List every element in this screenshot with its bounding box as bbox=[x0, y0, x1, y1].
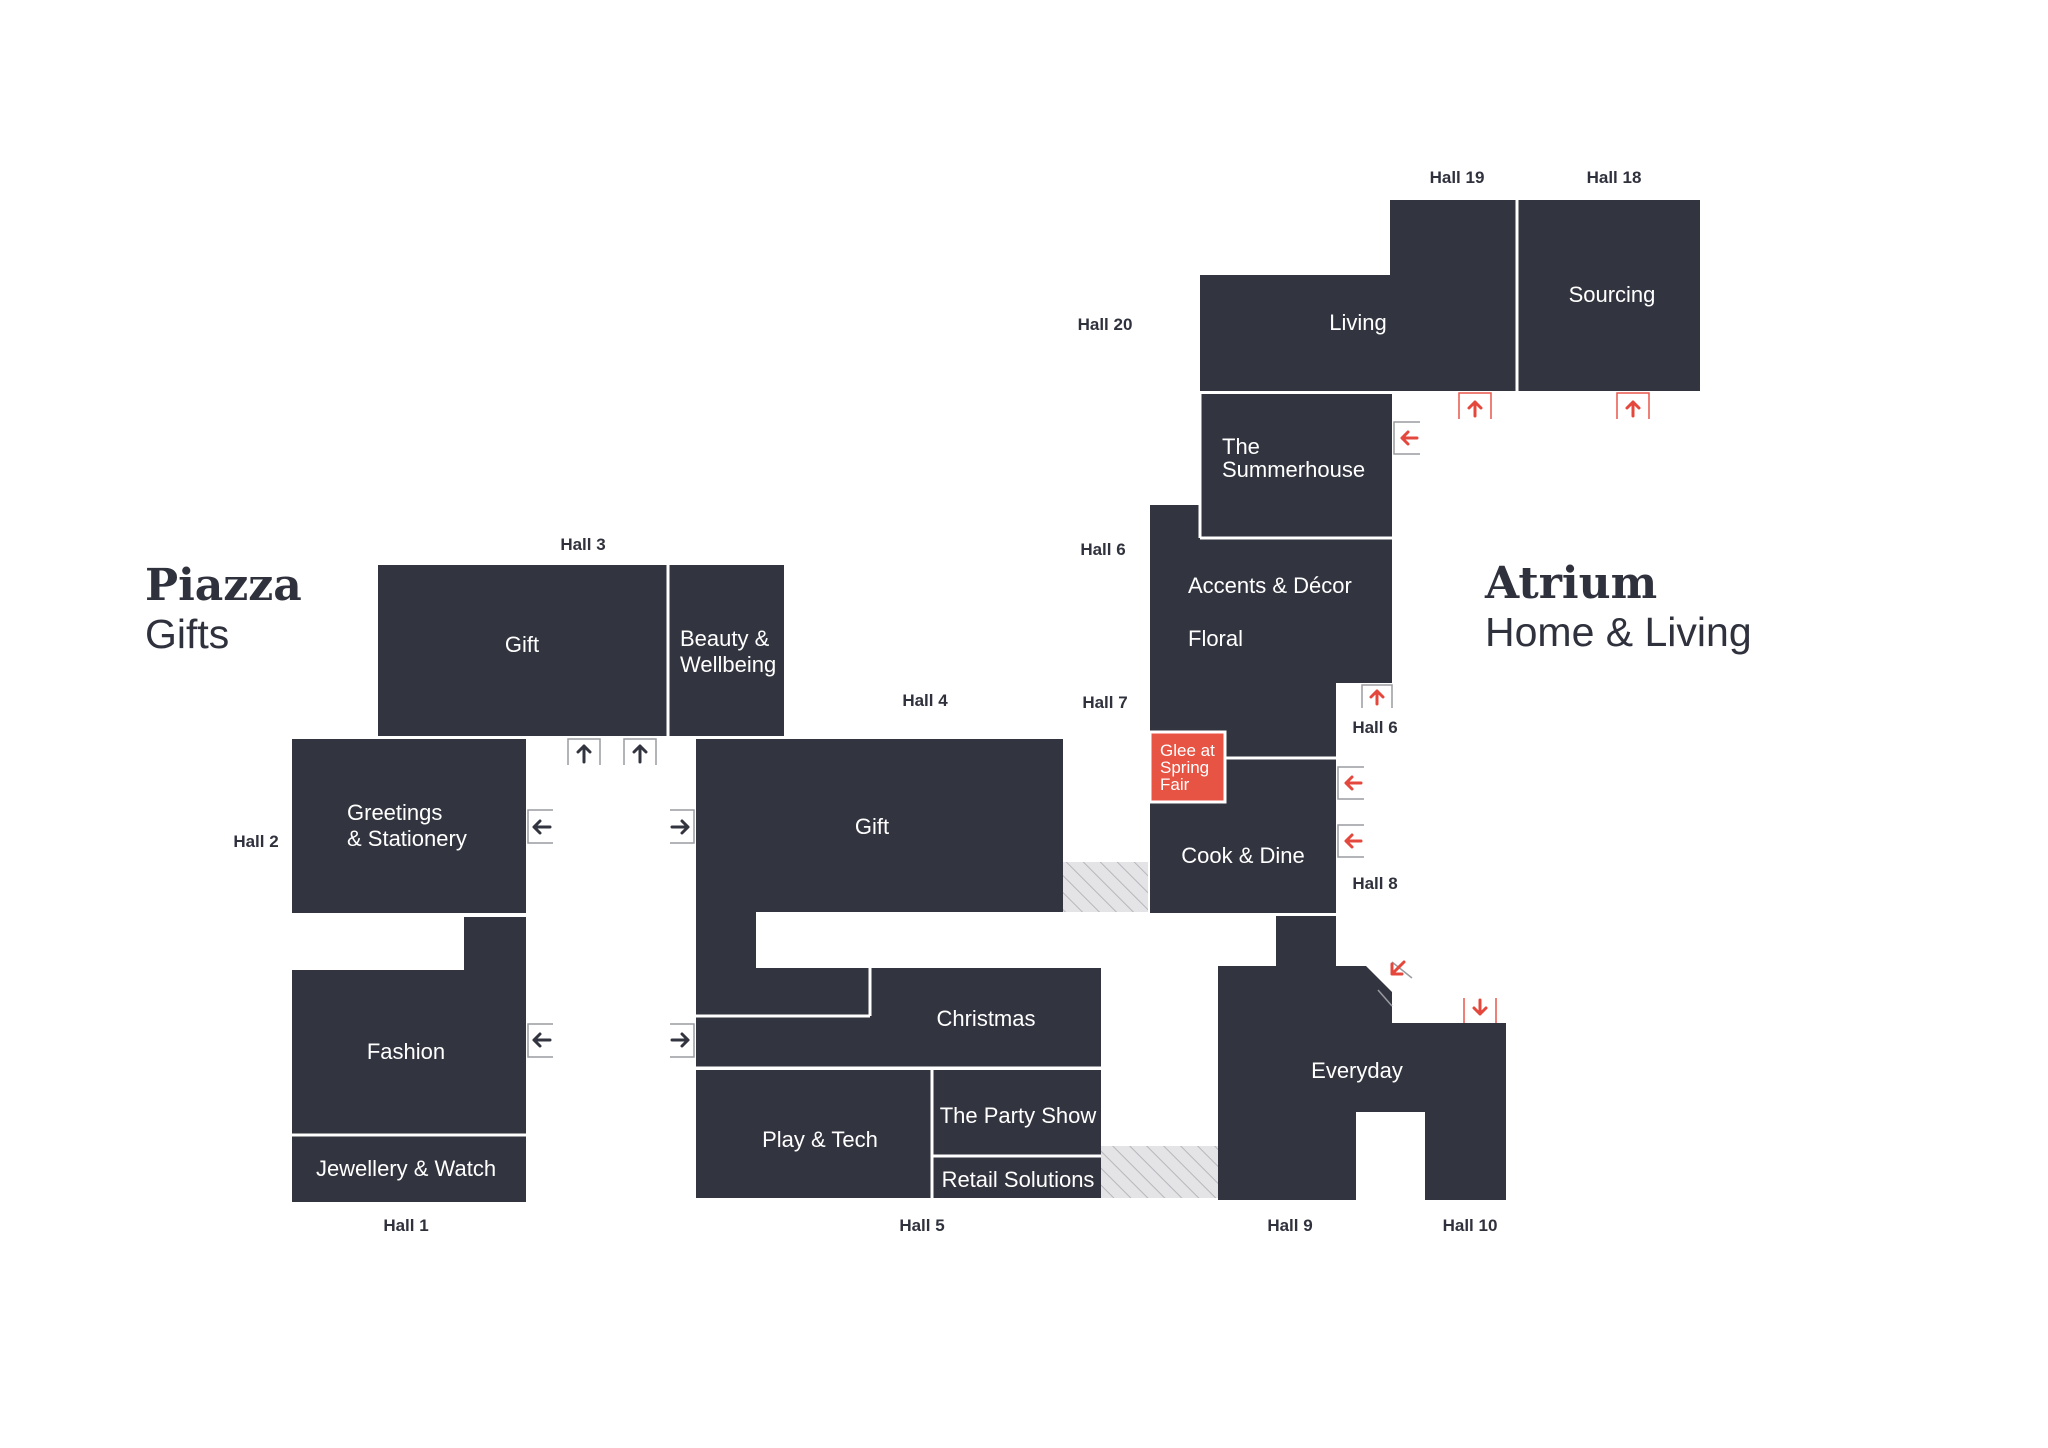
hall5-block[interactable] bbox=[696, 1068, 1101, 1198]
zone-fashion: Fashion bbox=[367, 1039, 445, 1064]
arrow-left-icon bbox=[532, 819, 552, 835]
hall-label-3: Hall 3 bbox=[560, 535, 605, 554]
zone-living: Living bbox=[1329, 310, 1386, 335]
zone-glee-line2: Spring bbox=[1160, 758, 1209, 777]
corridor-hatched-upper bbox=[1063, 862, 1148, 912]
entrance-hall8-a[interactable] bbox=[1337, 766, 1364, 800]
arrow-right-icon bbox=[670, 1032, 690, 1048]
zone-party-show: The Party Show bbox=[940, 1103, 1097, 1128]
entrance-summerhouse[interactable] bbox=[1393, 421, 1420, 455]
zone-greetings-line1: Greetings bbox=[347, 800, 442, 825]
arrow-up-icon bbox=[1625, 400, 1641, 418]
hall-label-19: Hall 19 bbox=[1430, 168, 1485, 187]
zone-christmas: Christmas bbox=[936, 1006, 1035, 1031]
zone-summerhouse-line1: The bbox=[1222, 434, 1260, 459]
hall-label-5: Hall 5 bbox=[899, 1216, 944, 1235]
zone-sourcing: Sourcing bbox=[1569, 282, 1656, 307]
zone-retail-solutions: Retail Solutions bbox=[942, 1167, 1095, 1192]
piazza-title: Piazza bbox=[145, 560, 302, 611]
entrance-hall1[interactable] bbox=[527, 1023, 553, 1058]
hall9-10-block[interactable] bbox=[1218, 916, 1506, 1200]
arrow-left-icon bbox=[1344, 833, 1363, 849]
zone-summerhouse-line2: Summerhouse bbox=[1222, 457, 1365, 482]
entrance-hall3-a[interactable] bbox=[567, 738, 601, 765]
arrow-left-icon bbox=[1400, 430, 1419, 446]
zone-gift-hall3: Gift bbox=[505, 632, 539, 657]
zone-beauty-line1: Beauty & bbox=[680, 626, 770, 651]
hall-label-1: Hall 1 bbox=[383, 1216, 428, 1235]
entrance-hall4-lower[interactable] bbox=[670, 1023, 695, 1058]
zone-greetings-line2: & Stationery bbox=[347, 826, 467, 851]
hall-label-6-left: Hall 6 bbox=[1080, 540, 1125, 559]
hall-label-10: Hall 10 bbox=[1443, 1216, 1498, 1235]
arrow-left-icon bbox=[532, 1032, 552, 1048]
atrium-title: Atrium bbox=[1484, 558, 1657, 609]
zone-glee-line3: Fair bbox=[1160, 775, 1190, 794]
corridor-hatched-lower bbox=[1101, 1146, 1219, 1198]
entrance-hall6[interactable] bbox=[1361, 684, 1393, 708]
hall-label-20: Hall 20 bbox=[1078, 315, 1133, 334]
zone-beauty-line2: Wellbeing bbox=[680, 652, 776, 677]
atrium-subtitle: Home & Living bbox=[1485, 609, 1752, 655]
zone-glee-line1: Glee at bbox=[1160, 741, 1215, 760]
zone-cook-dine: Cook & Dine bbox=[1181, 843, 1305, 868]
entrance-hall10[interactable] bbox=[1463, 998, 1497, 1023]
hall-label-18: Hall 18 bbox=[1587, 168, 1642, 187]
glee-highlight[interactable] bbox=[1148, 730, 1227, 804]
zone-play-tech: Play & Tech bbox=[762, 1127, 878, 1152]
arrow-up-icon bbox=[576, 744, 592, 764]
hall-label-6-right: Hall 6 bbox=[1352, 718, 1397, 737]
entrance-hall9-diagonal[interactable] bbox=[1377, 960, 1413, 1007]
hall-label-8: Hall 8 bbox=[1352, 874, 1397, 893]
zone-gift-hall4: Gift bbox=[855, 814, 889, 839]
hall2-block[interactable] bbox=[292, 739, 526, 913]
zone-floral: Floral bbox=[1188, 626, 1243, 651]
hall4-block[interactable] bbox=[696, 739, 1101, 1070]
hall-label-9: Hall 9 bbox=[1267, 1216, 1312, 1235]
entrance-hall19[interactable] bbox=[1458, 392, 1492, 419]
piazza-subtitle: Gifts bbox=[145, 611, 229, 657]
entrance-hall3-b[interactable] bbox=[623, 738, 657, 765]
zone-accents-decor: Accents & Décor bbox=[1188, 573, 1352, 598]
hall-label-4: Hall 4 bbox=[902, 691, 948, 710]
arrow-up-icon bbox=[1369, 689, 1385, 706]
hall18-19-20-block[interactable] bbox=[1200, 200, 1700, 391]
arrow-right-icon bbox=[670, 819, 690, 835]
arrow-up-icon bbox=[1467, 400, 1483, 418]
zone-everyday: Everyday bbox=[1311, 1058, 1403, 1083]
entrance-hall4-upper[interactable] bbox=[670, 809, 695, 844]
entrance-hall8-b[interactable] bbox=[1337, 824, 1364, 858]
entrance-hall18[interactable] bbox=[1616, 392, 1650, 419]
arrow-diagonal-icon bbox=[1390, 960, 1406, 976]
arrow-left-icon bbox=[1344, 775, 1363, 791]
arrow-down-icon bbox=[1472, 998, 1488, 1016]
arrow-up-icon bbox=[632, 744, 648, 764]
hall-label-2: Hall 2 bbox=[233, 832, 278, 851]
hall-label-7: Hall 7 bbox=[1082, 693, 1127, 712]
entrance-hall2[interactable] bbox=[527, 809, 553, 844]
zone-jewellery: Jewellery & Watch bbox=[316, 1156, 496, 1181]
hall1-block[interactable] bbox=[292, 917, 526, 1202]
hall3-block[interactable] bbox=[378, 565, 784, 736]
